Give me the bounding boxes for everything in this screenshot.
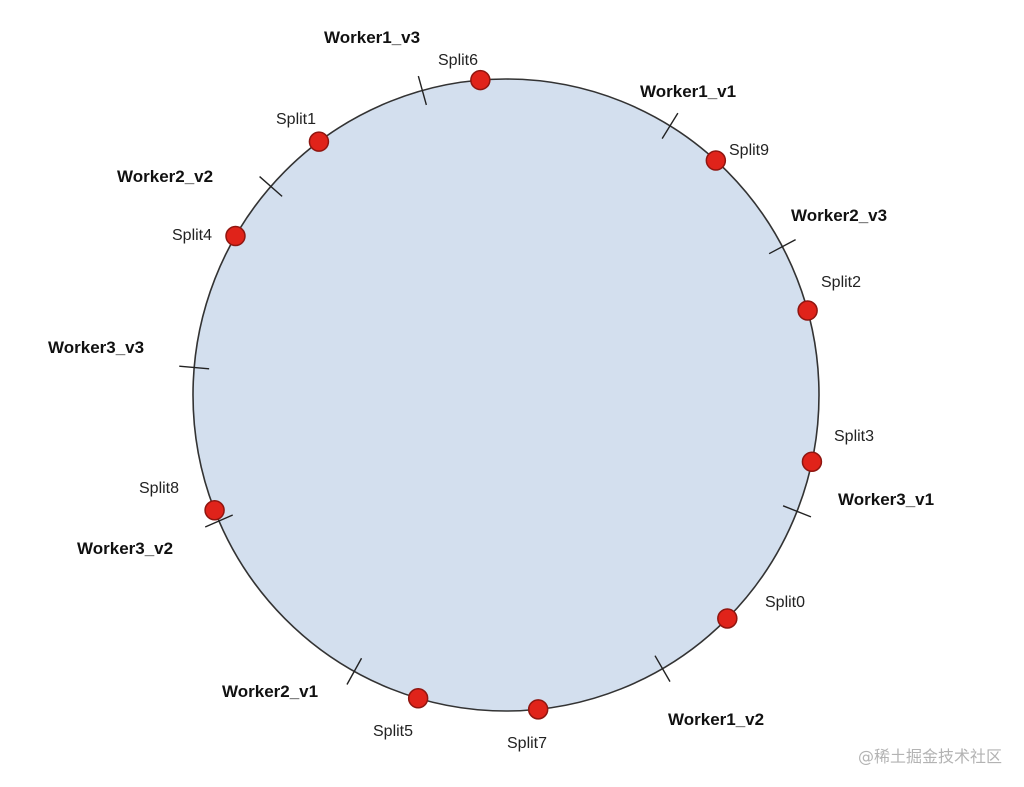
hash-ring <box>192 78 820 712</box>
split-label: Split6 <box>438 52 478 69</box>
watermark-text: @稀土掘金技术社区 <box>857 747 1002 766</box>
worker-label: Worker1_v1 <box>640 82 736 101</box>
worker-tick <box>204 514 233 528</box>
split-label: Split2 <box>821 274 861 291</box>
split-node <box>527 699 549 720</box>
split-node <box>204 500 225 521</box>
worker-label: Worker2_v3 <box>791 206 887 225</box>
worker-label: Worker2_v2 <box>117 167 213 186</box>
worker-label: Worker3_v2 <box>77 539 173 558</box>
worker-ticks <box>179 75 812 685</box>
split-label: Split8 <box>139 480 179 497</box>
split-node <box>705 150 727 171</box>
split-label: Split7 <box>507 735 547 752</box>
worker-labels: Worker1_v3Worker1_v1Worker2_v3Worker3_v1… <box>48 28 934 729</box>
split-label: Split9 <box>729 142 769 159</box>
worker-tick <box>782 505 812 518</box>
split-node <box>308 131 330 152</box>
split-nodes <box>204 69 823 720</box>
worker-label: Worker1_v2 <box>668 710 764 729</box>
worker-label: Worker2_v1 <box>222 682 318 701</box>
split-label: Split1 <box>276 111 316 128</box>
worker-tick <box>417 75 428 106</box>
worker-tick <box>768 238 796 255</box>
worker-label: Worker1_v3 <box>324 28 420 47</box>
split-label: Split5 <box>373 723 413 740</box>
split-label: Split4 <box>172 227 212 244</box>
split-label: Split0 <box>765 594 805 611</box>
split-node <box>801 451 823 473</box>
worker-tick <box>654 655 671 683</box>
split-node <box>407 688 429 709</box>
worker-tick <box>179 365 210 370</box>
split-node <box>225 225 246 247</box>
worker-tick <box>661 112 679 139</box>
worker-label: Worker3_v3 <box>48 338 144 357</box>
split-node <box>797 300 818 321</box>
split-node <box>470 69 491 91</box>
worker-label: Worker3_v1 <box>838 490 934 509</box>
worker-tick <box>346 657 363 685</box>
split-label: Split3 <box>834 428 874 445</box>
split-node <box>717 608 738 629</box>
worker-tick <box>259 176 283 197</box>
